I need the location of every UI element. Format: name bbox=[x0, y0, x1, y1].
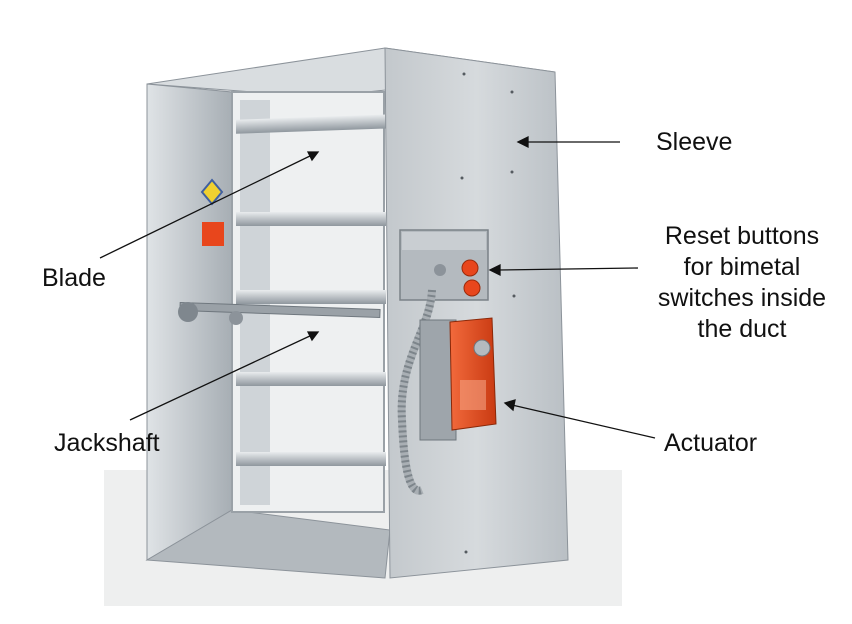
blade bbox=[236, 452, 386, 466]
actuator-unit bbox=[419, 317, 497, 441]
reset-arrowhead bbox=[488, 263, 501, 277]
sleeve-arrowhead bbox=[516, 135, 529, 149]
blade bbox=[236, 290, 386, 304]
reset-button bbox=[461, 259, 479, 277]
sleeve-label: Sleeve bbox=[656, 128, 733, 156]
blade-label: Blade bbox=[42, 264, 106, 292]
blade bbox=[236, 372, 386, 386]
jackshaft-arrowhead bbox=[306, 331, 320, 342]
reset-label-line: for bimetal bbox=[683, 253, 801, 281]
actuator-label: Actuator bbox=[664, 429, 758, 457]
sleeve-left-panel bbox=[146, 83, 233, 561]
reset-button bbox=[463, 279, 481, 297]
blade bbox=[236, 212, 386, 226]
leader-lines bbox=[99, 135, 656, 439]
warning-labels bbox=[200, 178, 224, 246]
reset-label-line: the duct bbox=[697, 315, 787, 343]
reset-label-line: Reset buttons bbox=[664, 222, 820, 250]
rivets bbox=[460, 72, 516, 554]
reset-buttons-label: Reset buttons for bimetal switches insid… bbox=[640, 221, 844, 345]
reset-button-box bbox=[399, 229, 489, 301]
jackshaft-assembly bbox=[178, 301, 381, 325]
damper-blades bbox=[236, 114, 386, 466]
actuator-arrowhead bbox=[503, 399, 516, 412]
blade-arrowhead bbox=[306, 151, 320, 162]
actuator-leader bbox=[511, 404, 656, 439]
reset-label-line: switches inside bbox=[657, 284, 827, 312]
orange-label bbox=[202, 222, 224, 246]
blade bbox=[236, 114, 386, 134]
reset-leader bbox=[497, 267, 639, 271]
actuator-body bbox=[449, 317, 497, 431]
sleeve-front-panel bbox=[384, 47, 569, 579]
jackshaft-leader bbox=[129, 334, 313, 421]
jackshaft-label: Jackshaft bbox=[54, 429, 160, 457]
blade-leader bbox=[99, 154, 313, 259]
